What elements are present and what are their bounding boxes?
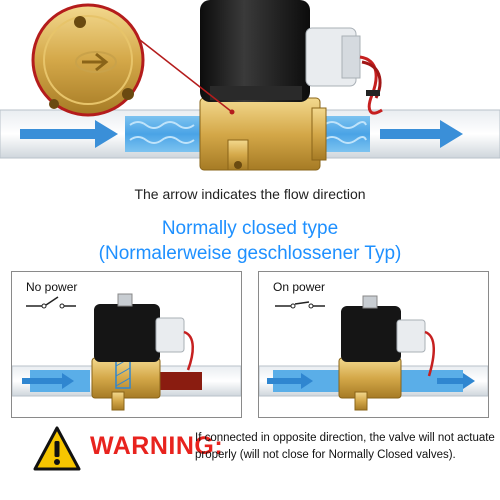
zoom-inset <box>31 3 145 117</box>
valve-illustration <box>0 0 500 171</box>
flow-caption: The arrow indicates the flow direction <box>134 186 366 202</box>
valve-open-diagram <box>259 295 488 411</box>
flow-arrow-icon <box>380 120 463 148</box>
warning-triangle-icon <box>33 426 81 471</box>
warning-line-1: If connected in opposite direction, the … <box>195 432 495 444</box>
warning-message: If connected in opposite direction, the … <box>195 430 495 464</box>
valve-coil <box>200 0 310 102</box>
flow-arrow-icon <box>20 120 118 148</box>
panel-no-power: No power <box>11 271 242 418</box>
valve-brass-body <box>199 97 321 171</box>
switch-closed-icon <box>275 301 325 309</box>
panel-on-power: On power <box>258 271 489 418</box>
switch-open-icon <box>26 296 76 309</box>
panel-label-no-power: No power <box>26 280 78 294</box>
warning-line-2: properly (will not close for Normally Cl… <box>195 449 456 461</box>
type-title: Normally closed type <box>161 218 339 239</box>
warning-label: WARNING: <box>90 432 224 460</box>
valve-closed-diagram <box>12 293 241 411</box>
panel-label-on-power: On power <box>273 280 326 294</box>
type-subtitle: (Normalerweise geschlossener Typ) <box>98 243 402 264</box>
